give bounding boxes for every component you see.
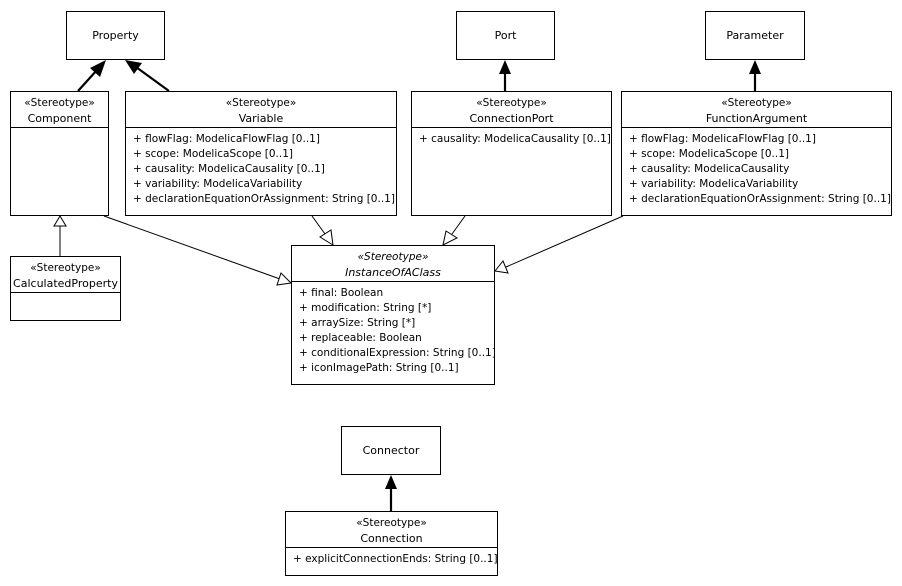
attribute: + flowFlag: ModelicaFlowFlag [0..1] [629,133,816,145]
class-name: FunctionArgument [705,112,808,125]
attribute: + causality: ModelicaCausality [629,163,790,175]
class-parameter[interactable]: Parameter [705,11,805,60]
class-name: CalculatedProperty [13,277,118,290]
generalization-variable-instanceofaclass [311,215,326,235]
attribute: + causality: ModelicaCausality [0..1] [419,133,611,145]
attribute-list: + flowFlag: ModelicaFlowFlag [0..1] + sc… [126,128,396,207]
hollow-triangle-icon [53,215,67,227]
generalization-component-instanceofaclass [103,215,281,280]
filled-arrowhead-icon [749,60,761,74]
generalization-connectionport-instanceofaclass [451,215,466,235]
class-name: InstanceOfAClass [345,266,441,279]
filled-arrowhead-icon [125,60,142,74]
attribute: + flowFlag: ModelicaFlowFlag [0..1] [133,133,320,145]
attribute: + declarationEquationOrAssignment: Strin… [133,193,395,205]
attribute: + scope: ModelicaScope [0..1] [629,148,790,160]
class-header: «Stereotype» Connection [286,512,497,548]
attribute-list: + flowFlag: ModelicaFlowFlag [0..1] + sc… [622,128,891,207]
attribute: + replaceable: Boolean [299,332,422,344]
class-header: «Stereotype» InstanceOfAClass [292,246,494,282]
class-name: Connector [362,444,420,457]
generalization-functionargument-instanceofaclass [505,215,624,268]
attribute: + iconImagePath: String [0..1] [299,362,459,374]
stereotype-label: «Stereotype» [476,97,547,109]
class-port[interactable]: Port [456,11,555,60]
stereotype-label: «Stereotype» [357,251,429,263]
class-name: Component [27,112,92,125]
extension-component-property [77,69,98,92]
class-header: «Stereotype» CalculatedProperty [11,257,120,293]
class-header: «Stereotype» ConnectionPort [412,92,611,128]
class-name: Connection [360,532,423,545]
attribute-list: + causality: ModelicaCausality [0..1] [412,128,611,147]
attribute: + scope: ModelicaScope [0..1] [133,148,294,160]
attribute: + conditionalExpression: String [0..1] [299,347,496,359]
extension-variable-property [135,66,170,92]
class-name: Port [494,29,517,42]
stereotype-label: «Stereotype» [24,97,95,109]
class-property[interactable]: Property [66,11,165,60]
attribute-list: + explicitConnectionEnds: String [0..1] [286,548,498,567]
class-name: ConnectionPort [469,112,554,125]
class-name: Variable [238,112,284,125]
class-name: Property [92,29,139,42]
attribute: + modification: String [*] [299,302,432,314]
class-connector[interactable]: Connector [341,426,441,475]
hollow-triangle-icon [442,230,459,246]
hollow-triangle-icon [319,229,334,246]
stereotype-label: «Stereotype» [30,262,101,274]
filled-arrowhead-icon [499,60,511,74]
attribute: + variability: ModelicaVariability [133,178,303,190]
hollow-triangle-icon [494,260,509,274]
class-component[interactable]: «Stereotype» Component [10,91,109,216]
class-header: «Stereotype» Component [11,92,108,128]
class-header: «Stereotype» Variable [126,92,396,128]
attribute: + arraySize: String [*] [299,317,416,329]
attribute: + final: Boolean [299,287,384,299]
class-connectionport[interactable]: «Stereotype» ConnectionPort + causality:… [411,91,612,216]
class-instanceofaclass[interactable]: «Stereotype» InstanceOfAClass + final: B… [291,245,496,385]
filled-arrowhead-icon [385,475,397,489]
class-name: Parameter [726,29,784,42]
class-functionargument[interactable]: «Stereotype» FunctionArgument + flowFlag… [621,91,892,216]
stereotype-label: «Stereotype» [721,97,792,109]
attribute: + explicitConnectionEnds: String [0..1] [293,553,498,565]
class-calculatedproperty[interactable]: «Stereotype» CalculatedProperty [10,256,121,321]
class-connection[interactable]: «Stereotype» Connection + explicitConnec… [285,511,498,576]
attribute: + causality: ModelicaCausality [0..1] [133,163,325,175]
stereotype-label: «Stereotype» [356,517,427,529]
stereotype-label: «Stereotype» [225,97,297,109]
attribute: + declarationEquationOrAssignment: Strin… [629,193,891,205]
filled-arrowhead-icon [90,60,106,77]
attribute-list: + final: Boolean + modification: String … [292,282,496,376]
attribute: + variability: ModelicaVariability [629,178,799,190]
class-variable[interactable]: «Stereotype» Variable + flowFlag: Modeli… [125,91,397,216]
hollow-triangle-icon [276,272,293,286]
class-header: «Stereotype» FunctionArgument [622,92,891,128]
